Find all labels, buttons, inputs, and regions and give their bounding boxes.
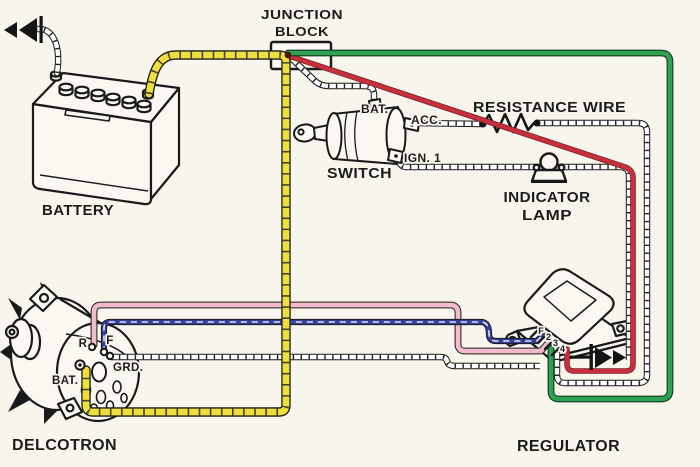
- junction-block-label-line2: BLOCK: [275, 24, 329, 39]
- alt-bat-terminal-label: BAT.: [52, 375, 78, 387]
- red-wire-junction-to-regulator: [286, 53, 636, 374]
- ground-symbol-battery: [4, 16, 43, 43]
- delcotron-label: DELCOTRON: [12, 437, 117, 454]
- resistance-wire-label: RESISTANCE WIRE: [473, 99, 626, 116]
- junction-node-dot: [284, 51, 292, 59]
- battery-illustration: [31, 70, 181, 206]
- ignition-switch-illustration: [293, 106, 407, 165]
- yellow-charge-wire: [81, 50, 291, 417]
- ground-symbol-regulator: [570, 344, 626, 370]
- battery-label: BATTERY: [42, 202, 114, 219]
- indicator-lamp-label-line2: LAMP: [522, 207, 572, 224]
- switch-bat-label: BAT.: [361, 102, 388, 116]
- battery-cell-caps: [58, 82, 152, 114]
- regulator-terminals: [529, 328, 561, 357]
- alt-f-terminal-label: F: [106, 335, 113, 347]
- reg-f-terminal-label: F: [538, 326, 544, 336]
- reg-2-terminal-label: 2: [546, 332, 551, 342]
- alt-grd-terminal-label: GRD.: [113, 362, 143, 374]
- switch-terminals: [368, 98, 420, 164]
- switch-label: SWITCH: [327, 165, 392, 182]
- regulator-label: REGULATOR: [517, 438, 620, 455]
- reg-3-terminal-label: 3: [553, 338, 558, 348]
- reg-4-terminal-label: 4: [560, 344, 565, 354]
- ground-wire-grd-to-regulator: [111, 353, 540, 370]
- junction-block-label-line1: JUNCTION: [261, 7, 343, 22]
- green-wire-junction-to-regulator: [284, 49, 674, 403]
- indicator-lamp-icon: [530, 152, 568, 183]
- blue-wire-f-to-regulator: [100, 318, 547, 356]
- feed-wire-junction-to-switch: [288, 55, 378, 110]
- indicator-lamp-label-line1: INDICATOR: [504, 189, 591, 206]
- delcotron-terminals: [74, 342, 115, 383]
- switch-acc-label: ACC.: [411, 113, 442, 127]
- delcotron-illustration: [0, 282, 141, 424]
- switch-ign-label: IGN. 1: [404, 151, 441, 165]
- alt-r-terminal-label: R: [79, 338, 88, 350]
- pink-wire-r-to-regulator: [90, 301, 553, 355]
- resistance-wire-circuit: [415, 119, 651, 387]
